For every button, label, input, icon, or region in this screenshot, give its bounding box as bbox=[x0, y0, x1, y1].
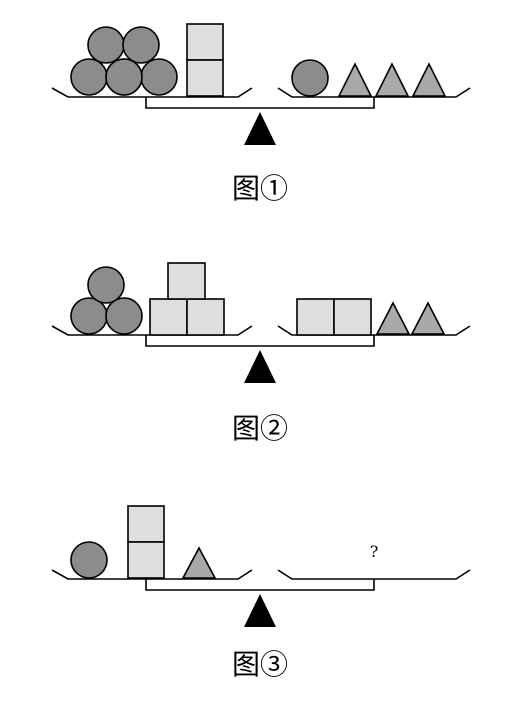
square-shape bbox=[149, 298, 188, 336]
unknown-mark: ? bbox=[370, 542, 379, 561]
fulcrum bbox=[244, 350, 276, 383]
triangle-shape bbox=[375, 301, 411, 335]
beam bbox=[145, 97, 375, 109]
figure-caption: 图① bbox=[232, 172, 288, 205]
figure-2: 图② bbox=[51, 262, 471, 445]
circle-shape bbox=[87, 26, 125, 64]
circle-shape bbox=[140, 58, 178, 96]
figure-caption: 图② bbox=[232, 412, 288, 445]
square-shape bbox=[186, 298, 225, 336]
circle-shape bbox=[70, 541, 108, 579]
figure-1: 图① bbox=[51, 23, 471, 205]
square-shape bbox=[167, 262, 206, 300]
square-shape bbox=[186, 59, 224, 97]
square-shape bbox=[127, 505, 165, 543]
figure-caption: 图③ bbox=[232, 648, 288, 681]
circle-shape bbox=[291, 59, 329, 97]
beam bbox=[145, 335, 375, 347]
fulcrum bbox=[244, 112, 276, 145]
circle-shape bbox=[87, 266, 125, 304]
left-pan bbox=[51, 87, 253, 98]
triangle-shape bbox=[410, 301, 446, 335]
left-pan bbox=[51, 569, 253, 580]
square-shape bbox=[296, 298, 335, 336]
circle-shape bbox=[70, 297, 108, 335]
triangle-shape bbox=[374, 62, 410, 97]
circle-shape bbox=[105, 297, 143, 335]
square-shape bbox=[186, 23, 224, 61]
fulcrum bbox=[244, 594, 276, 627]
circle-shape bbox=[70, 58, 108, 96]
right-pan bbox=[277, 569, 471, 580]
square-shape bbox=[333, 298, 372, 336]
beam bbox=[145, 579, 375, 591]
circle-shape bbox=[105, 58, 143, 96]
triangle-shape bbox=[337, 62, 373, 97]
triangle-shape bbox=[411, 62, 447, 97]
figure-3: ? 图③ bbox=[51, 505, 471, 681]
circle-shape bbox=[122, 26, 160, 64]
square-shape bbox=[127, 541, 165, 579]
triangle-shape bbox=[181, 546, 217, 579]
